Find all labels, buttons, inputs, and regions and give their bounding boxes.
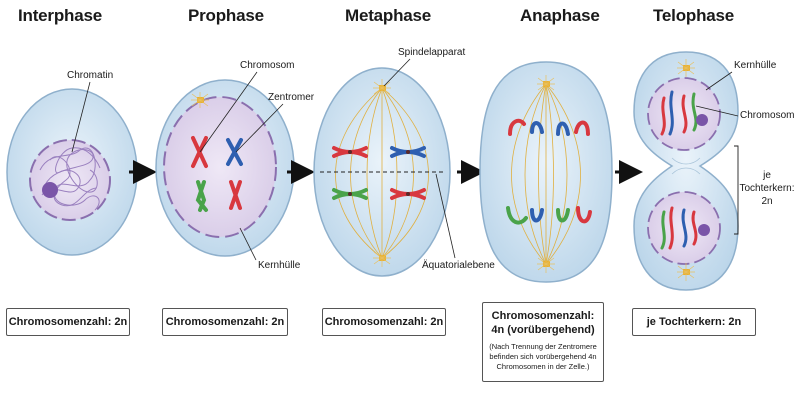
telophase-labels: Kernhülle Chromosom je Tochterkern: 2n <box>695 60 795 235</box>
box-metaphase: Chromosomenzahl: 2n <box>322 308 446 336</box>
box-interphase: Chromosomenzahl: 2n <box>6 308 130 336</box>
svg-text:Tochterkern:: Tochterkern: <box>739 183 794 194</box>
anaphase-cell <box>479 61 613 283</box>
svg-text:Kernhülle: Kernhülle <box>734 60 777 71</box>
telophase-chromosomes <box>660 90 698 250</box>
svg-text:Chromosom: Chromosom <box>740 110 794 121</box>
centrosome-top <box>373 79 391 97</box>
anaphase-box-note: (Nach Trennung der Zentromere befinden s… <box>489 342 597 371</box>
anaphase-chromatids <box>506 118 592 225</box>
svg-text:Äquatorialebene: Äquatorialebene <box>422 259 495 271</box>
title-anaphase: Anaphase <box>520 6 600 25</box>
interphase-cell <box>6 88 138 256</box>
telophase-cell <box>633 51 739 291</box>
spindle-fibers <box>335 87 429 259</box>
box-prophase: Chromosomenzahl: 2n <box>162 308 288 336</box>
anaphase-box-line2: 4n (vorübergehend) <box>491 324 595 336</box>
svg-text:2n: 2n <box>761 196 772 207</box>
metaphase-cell <box>313 67 451 277</box>
box-telophase: je Tochterkern: 2n <box>632 308 756 336</box>
centrosome-bottom <box>373 249 391 267</box>
svg-text:Chromatin: Chromatin <box>67 70 113 81</box>
svg-text:Spindelapparat: Spindelapparat <box>398 47 465 58</box>
nucleolus <box>42 182 58 198</box>
chromatin-label: Chromatin <box>67 70 113 153</box>
bracket <box>734 145 739 235</box>
anaphase-spindle <box>511 83 581 265</box>
svg-text:Zentromer: Zentromer <box>268 92 315 103</box>
prophase-labels: Chromosom Zentromer Kernhülle <box>199 60 315 271</box>
svg-text:je: je <box>762 170 771 181</box>
metaphase-labels: Spindelapparat Äquatorialebene <box>383 47 495 271</box>
box-anaphase: Chromosomenzahl: 4n (vorübergehend) (Nac… <box>482 302 604 382</box>
svg-text:Kernhülle: Kernhülle <box>258 260 301 271</box>
anaphase-box-line1: Chromosomenzahl: <box>491 310 595 322</box>
title-interphase: Interphase <box>18 6 102 25</box>
prophase-chromosomes <box>191 136 243 212</box>
title-telophase: Telophase <box>653 6 735 25</box>
svg-text:Chromosom: Chromosom <box>240 60 294 71</box>
prophase-cell <box>155 79 295 257</box>
centrosome <box>191 92 209 108</box>
title-metaphase: Metaphase <box>345 6 432 25</box>
title-prophase: Prophase <box>188 6 264 25</box>
